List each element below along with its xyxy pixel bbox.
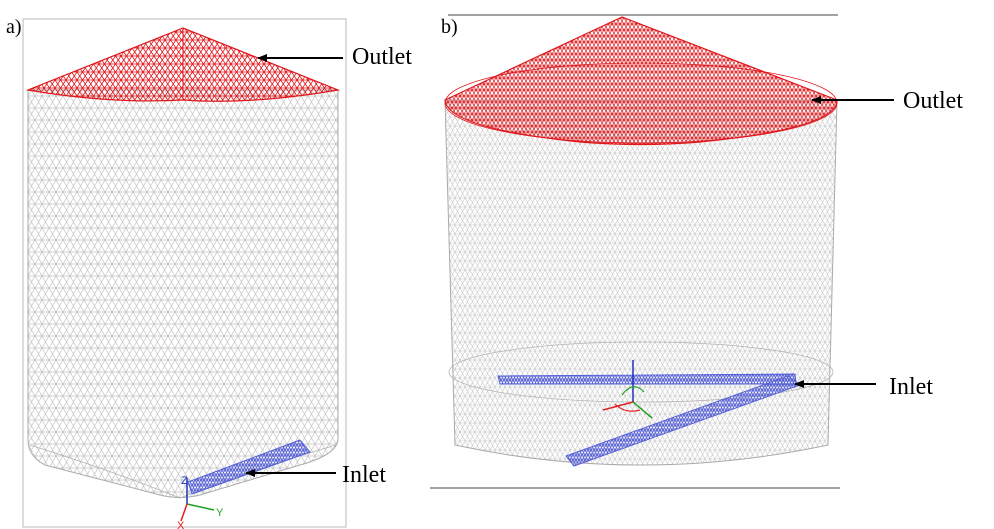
panel-b-silo-body (444, 99, 838, 466)
panel-b-tag: b) (441, 16, 458, 38)
panel-a-axis-y-label: Y (216, 507, 224, 519)
panel-b-inlet-label: Inlet (889, 374, 933, 400)
panel-a-inlet-label: Inlet (342, 462, 386, 488)
panel-a-axis-x-label: X (177, 520, 185, 529)
panel-a-frame (22, 18, 347, 528)
panel-b-axis-triad (602, 360, 653, 419)
panel-a-tag: a) (6, 16, 22, 38)
panel-b: b) Outlet Inlet (430, 14, 963, 489)
panel-a: a) Z Y X Outlet Inlet (6, 16, 412, 529)
panel-a-silo-body (27, 89, 339, 498)
panel-a-outlet-label: Outlet (352, 44, 412, 70)
panel-b-outlet-mesh (444, 16, 838, 146)
panel-b-inlet-mesh-upper (497, 373, 797, 385)
panel-a-inlet-mesh (187, 439, 311, 495)
panel-b-outlet-label: Outlet (903, 88, 963, 114)
panel-a-axis-triad: Z Y X (177, 475, 224, 529)
panel-a-axis-z-label: Z (181, 475, 188, 487)
